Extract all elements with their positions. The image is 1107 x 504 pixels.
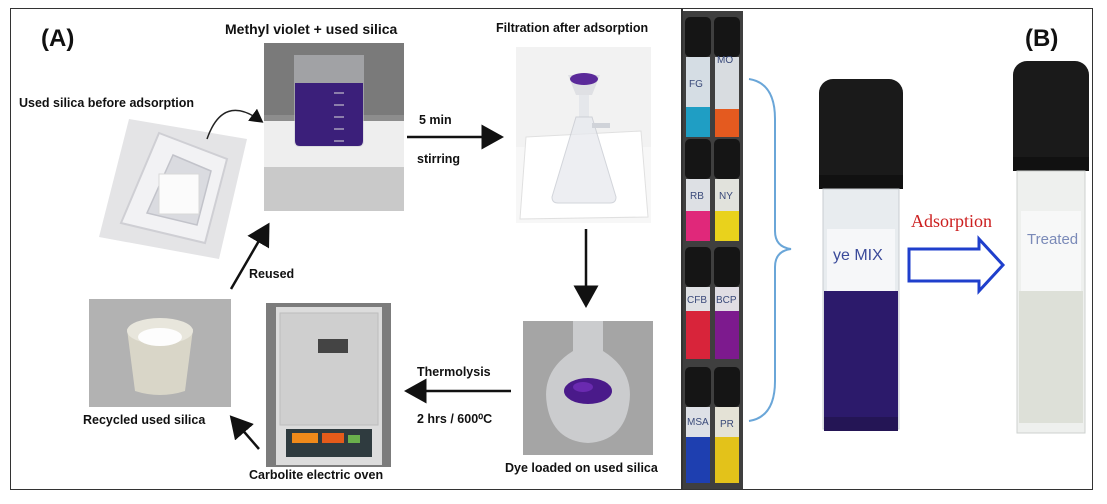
used-silica-photo — [99, 119, 247, 259]
adsorption-arrow — [907, 235, 1006, 295]
label-thermolysis: Thermolysis — [417, 365, 491, 379]
label-time: 5 min — [419, 113, 452, 127]
panel-b-label: (B) — [1025, 25, 1059, 52]
treated-vial: Treated — [1009, 61, 1093, 437]
label-recycled: Recycled used silica — [83, 413, 206, 427]
vial-label-mo: MO — [717, 55, 734, 66]
dye-loaded-photo — [523, 321, 653, 455]
mix-vial-label: ye MIX — [833, 247, 883, 264]
vial-label-pr: PR — [720, 419, 734, 430]
beaker-photo — [264, 43, 404, 211]
panel-a-title: Methyl violet + used silica — [225, 21, 398, 37]
vial-label-rb: RB — [690, 191, 704, 202]
label-filtration: Filtration after adsorption — [496, 21, 649, 35]
label-dye-loaded: Dye loaded on used silica — [505, 461, 658, 475]
label-stirring: stirring — [417, 152, 461, 166]
vial-label-cfb: CFB — [687, 295, 707, 306]
vial-label-ny: NY — [719, 191, 733, 202]
panel-a-label: (A) — [41, 25, 75, 52]
vial-label-msa: MSA — [687, 417, 709, 428]
grouping-brace — [748, 78, 792, 422]
label-used-before: Used silica before adsorption — [19, 96, 195, 110]
treated-vial-label: Treated — [1027, 231, 1079, 248]
label-oven: Carbolite electric oven — [249, 468, 384, 482]
recycled-silica-photo — [89, 299, 231, 407]
vial-label-fg: FG — [689, 79, 703, 90]
label-reused: Reused — [249, 267, 295, 281]
panel-a: (A) Methyl violet + used silica Used sil… — [10, 8, 682, 490]
vial-label-bcp: BCP — [716, 295, 737, 306]
oven-photo — [266, 303, 391, 467]
process-arrows — [206, 108, 599, 450]
dye-mix-vial: ye MIX — [813, 79, 909, 435]
label-oven-conditions: 2 hrs / 600⁰C — [417, 412, 493, 426]
adsorption-label: Adsorption — [911, 211, 992, 231]
panel-b: (B) FG MO RB NY — [682, 8, 1093, 490]
filtration-photo — [516, 47, 651, 223]
dye-vials-strip: FG MO RB NY CFB BCP MSA PR — [683, 11, 743, 489]
